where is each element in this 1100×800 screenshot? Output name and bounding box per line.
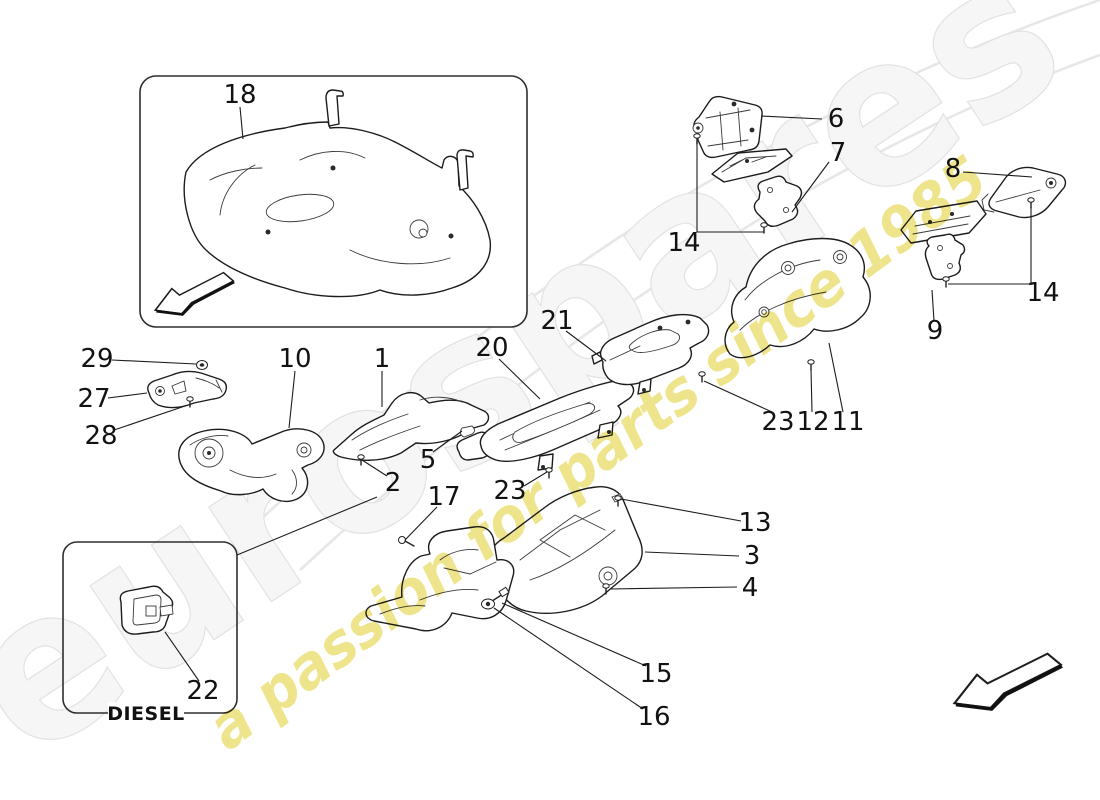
- leader-line-23b: [703, 380, 773, 413]
- callout-label-17: 17: [427, 482, 460, 512]
- callout-label-11: 11: [831, 407, 864, 437]
- callout-label-1: 1: [374, 344, 391, 374]
- callout-leader-lines: [107, 106, 1033, 710]
- leader-line-14a: [696, 141, 764, 233]
- callout-label-23b: 23: [761, 407, 794, 437]
- leader-line-11: [828, 342, 844, 413]
- part-3-drawing: [487, 485, 643, 614]
- callout-label-14a: 14: [667, 228, 700, 258]
- callout-label-29: 29: [80, 344, 113, 374]
- callout-label-22: 22: [186, 676, 219, 706]
- callout-label-12: 12: [796, 407, 829, 437]
- callout-label-7: 7: [830, 138, 847, 168]
- leader-line-16: [493, 607, 644, 710]
- callout-label-20: 20: [475, 333, 508, 363]
- part-6-drawing: [692, 95, 763, 159]
- fastener-15-16-bolt: [481, 586, 510, 610]
- leader-line-6: [760, 115, 823, 120]
- callout-label-21: 21: [540, 306, 573, 336]
- diesel-caption: DIESEL: [107, 703, 185, 725]
- callout-label-10: 10: [278, 344, 311, 374]
- callout-label-8: 8: [945, 154, 962, 184]
- leader-line-27: [107, 392, 148, 399]
- leader-line-10: [288, 370, 296, 429]
- part-27-drawing: [147, 370, 228, 409]
- caption-backdrop: [108, 702, 184, 724]
- callout-label-28: 28: [84, 421, 117, 451]
- part-15-16-shield-drawing: [365, 525, 515, 632]
- part-18-drawing: [183, 89, 492, 298]
- part-8-lower-plate-drawing: [900, 200, 987, 244]
- callout-label-3: 3: [744, 541, 761, 571]
- part-7-plate-drawing: [711, 148, 793, 183]
- part-7-bracket-drawing: [753, 175, 803, 228]
- background-swoosh: [259, 0, 1100, 571]
- callout-label-14b: 14: [1026, 278, 1059, 308]
- leader-line-4: [609, 586, 738, 590]
- part-20-drawing: [456, 379, 635, 471]
- leader-line-20: [498, 358, 541, 400]
- callout-label-2: 2: [385, 468, 402, 498]
- leader-line-17: [404, 506, 438, 541]
- part-1-drawing: [332, 391, 490, 461]
- diesel-inset-link-line: [236, 496, 378, 556]
- part-8-drawing: [981, 166, 1067, 219]
- callout-label-5: 5: [420, 445, 437, 475]
- leader-line-12: [810, 368, 813, 413]
- callout-label-4: 4: [742, 573, 759, 603]
- part-10-drawing: [178, 428, 325, 503]
- leader-line-8: [962, 171, 1033, 178]
- callout-label-13: 13: [738, 508, 771, 538]
- fastener-29-grommet: [196, 360, 208, 370]
- leader-line-14b: [948, 207, 1032, 285]
- leader-line-7: [791, 161, 830, 213]
- callout-label-15: 15: [639, 659, 672, 689]
- callout-label-6: 6: [828, 104, 845, 134]
- leader-line-2: [361, 459, 388, 477]
- direction-arrow-bottom-right: [955, 654, 1062, 709]
- leader-line-21: [565, 330, 607, 362]
- part-22-drawing: [119, 585, 174, 635]
- leader-line-3: [644, 551, 740, 557]
- leader-line-29: [111, 359, 197, 365]
- callout-label-16: 16: [637, 702, 670, 732]
- callout-label-18: 18: [223, 80, 256, 110]
- part-9-drawing: [924, 233, 966, 281]
- part-11-drawing: [724, 237, 871, 359]
- leader-line-9: [931, 289, 935, 322]
- leader-line-22: [164, 631, 200, 682]
- leader-line-23a: [523, 471, 548, 487]
- callout-label-23a: 23: [493, 476, 526, 506]
- inset-box-part18: [139, 75, 528, 328]
- inset-box-diesel: DIESEL: [62, 541, 238, 725]
- leader-line-15: [501, 602, 647, 667]
- leader-line-13: [620, 498, 742, 522]
- callout-label-9: 9: [927, 316, 944, 346]
- leader-line-28: [113, 404, 189, 431]
- callout-label-27: 27: [77, 384, 110, 414]
- leader-line-18: [239, 106, 244, 140]
- leader-line-5: [432, 430, 463, 453]
